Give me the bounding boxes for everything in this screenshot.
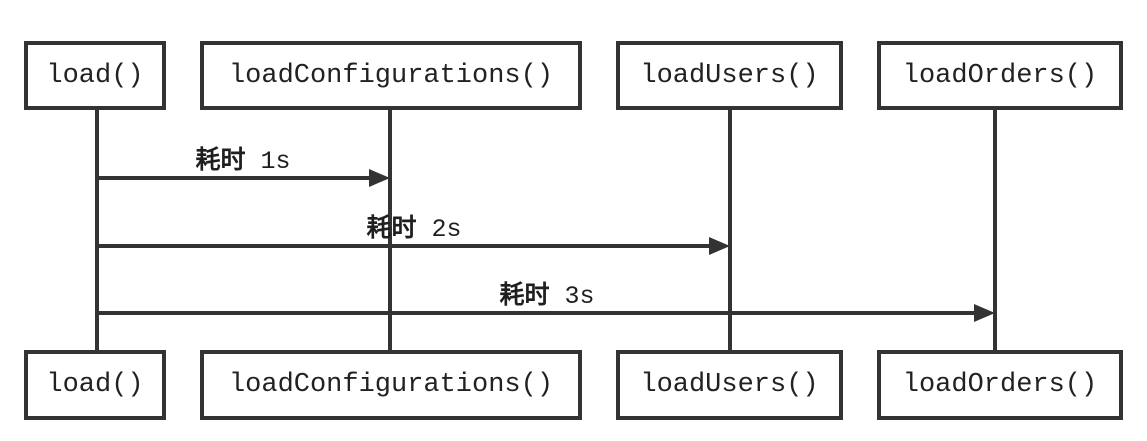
message-label-3s: 耗时 3s: [499, 275, 594, 311]
message-arrow-3s: [97, 304, 995, 322]
participant-label: loadConfigurations(): [228, 60, 554, 91]
participant-box-load-users-top: loadUsers(): [616, 41, 843, 110]
duration-prefix: 耗时: [195, 146, 246, 174]
participant-box-load-configurations-bottom: loadConfigurations(): [200, 350, 582, 420]
participant-box-load-top: load(): [24, 41, 166, 110]
participant-label: loadOrders(): [902, 60, 1098, 91]
participant-box-load-orders-top: loadOrders(): [877, 41, 1123, 110]
participant-label: load(): [46, 60, 144, 91]
duration-value: 2s: [431, 215, 462, 244]
duration-prefix: 耗时: [499, 281, 550, 309]
participant-box-load-configurations-top: loadConfigurations(): [200, 41, 582, 110]
arrow-shaft: [97, 244, 716, 248]
participant-box-load-users-bottom: loadUsers(): [616, 350, 843, 420]
duration-value: 1s: [260, 147, 291, 176]
participant-box-load-bottom: load(): [24, 350, 166, 420]
message-arrow-1s: [97, 169, 390, 187]
message-label-1s: 耗时 1s: [195, 140, 290, 176]
lifeline-load-configurations: [388, 106, 392, 354]
duration-prefix: 耗时: [366, 214, 417, 242]
participant-box-load-orders-bottom: loadOrders(): [877, 350, 1123, 420]
arrow-shaft: [97, 176, 376, 180]
message-arrow-2s: [97, 237, 730, 255]
lifeline-load-orders: [993, 106, 997, 354]
participant-label: load(): [46, 370, 144, 400]
participant-label: loadUsers(): [640, 370, 819, 400]
message-label-2s: 耗时 2s: [366, 208, 461, 244]
participant-label: loadOrders(): [902, 370, 1098, 400]
lifeline-load: [95, 106, 99, 354]
participant-label: loadConfigurations(): [228, 370, 554, 400]
lifeline-load-users: [728, 106, 732, 354]
arrow-head-icon: [369, 169, 390, 187]
arrow-head-icon: [974, 304, 995, 322]
arrow-head-icon: [709, 237, 730, 255]
arrow-shaft: [97, 311, 981, 315]
participant-label: loadUsers(): [640, 60, 819, 91]
duration-value: 3s: [564, 282, 595, 311]
